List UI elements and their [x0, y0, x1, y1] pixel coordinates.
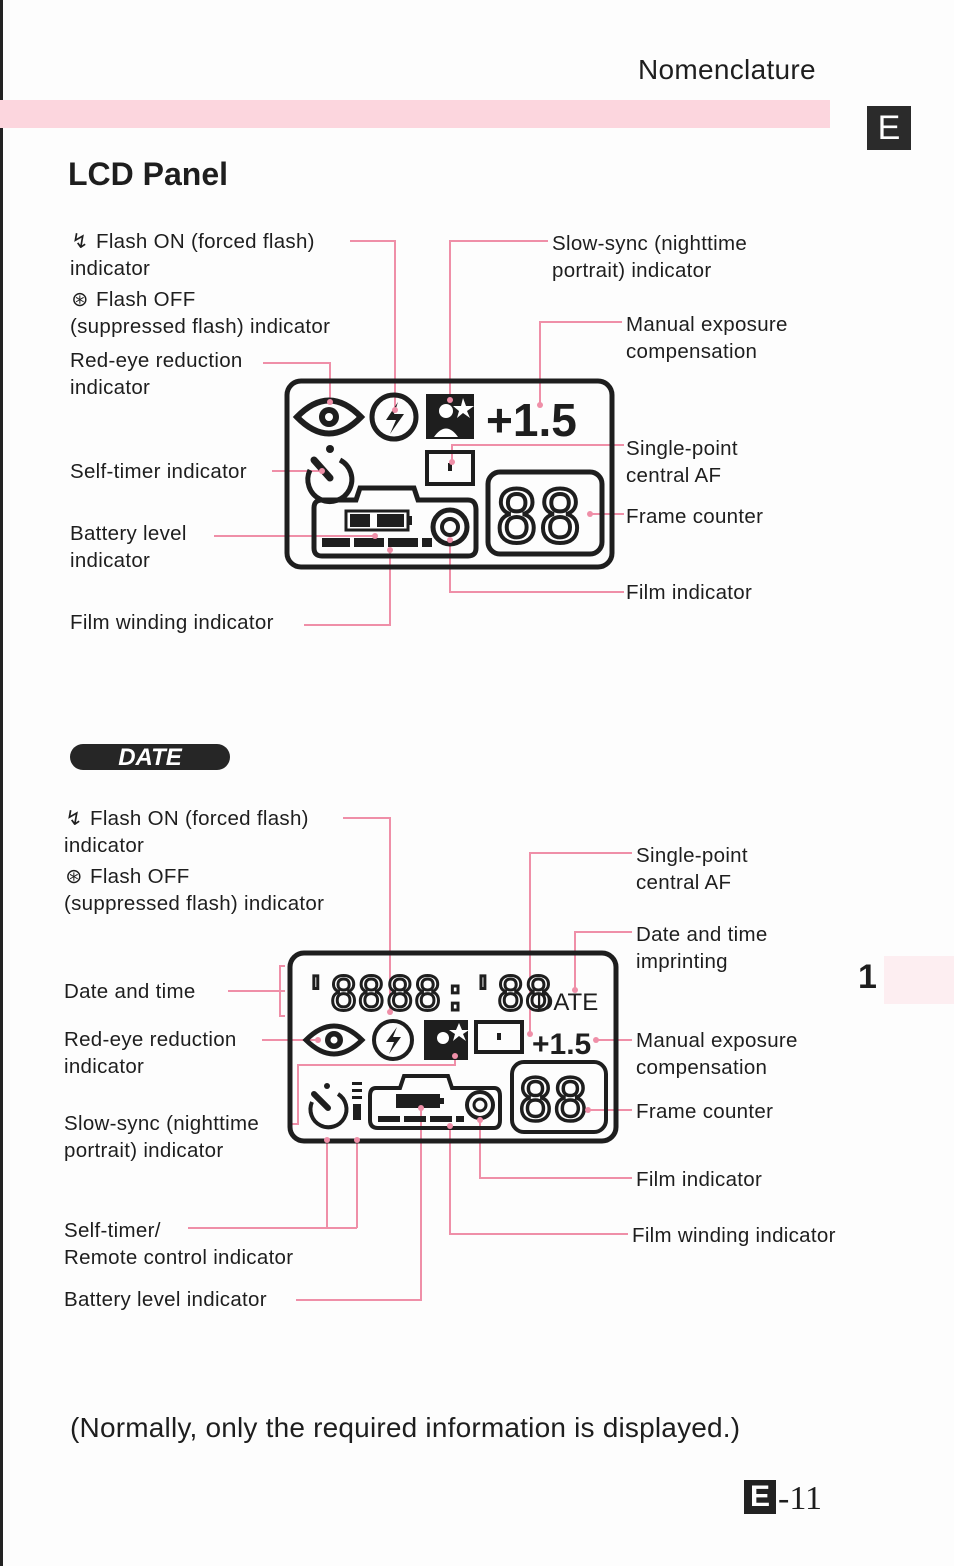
label-flash-off: ⊛ Flash OFF (suppressed flash) indicator: [64, 865, 325, 915]
footnote: (Normally, only the required information…: [70, 1412, 741, 1443]
battery-icon: [396, 1094, 444, 1108]
remote-control-icon: [352, 1082, 362, 1120]
frame-counter-box: [485, 469, 605, 557]
lcd-exposure-value: +1.5: [486, 394, 577, 446]
label-film-indicator: Film indicator: [636, 1168, 763, 1191]
page-title: LCD Panel: [68, 156, 229, 192]
lcd-date-mark: DATE: [536, 989, 598, 1016]
lcd-year: '88: [302, 967, 385, 1021]
chapter-number: 1: [858, 958, 877, 996]
label-flash-off: ⊛ Flash OFF (suppressed flash) indicator: [70, 288, 331, 338]
label-selftimer: Self-timer indicator: [70, 460, 247, 483]
lcd-exposure-value: +1.5: [532, 1028, 591, 1061]
page-number-value: -11: [778, 1480, 823, 1517]
frame-counter-box: [510, 1060, 608, 1134]
self-timer-icon: [305, 445, 355, 504]
film-cartridge-icon: [465, 1090, 495, 1120]
red-eye-icon: [302, 1023, 366, 1057]
section-title: Nomenclature: [638, 54, 816, 85]
label-film-winding: Film winding indicator: [70, 611, 274, 634]
film-winding-bar: [322, 538, 432, 547]
red-eye-icon: [292, 397, 366, 437]
lcd-frame-counter: 88: [495, 475, 582, 559]
flash-icon: ↯: [71, 230, 89, 253]
label-flash-on: ↯ Flash ON (forced flash) indicator: [64, 807, 309, 857]
leader-dots-1: [319, 397, 593, 553]
flash-off-icon: ⊛: [65, 865, 83, 888]
label-date-time: Date and time: [64, 980, 196, 1003]
film-winding-bar: [378, 1116, 464, 1122]
flash-icon: [372, 1019, 414, 1061]
slow-sync-icon: [426, 394, 474, 439]
label-selftimer-remote: Self-timer/Remote control indicator: [64, 1219, 294, 1269]
self-timer-icon: [308, 1083, 349, 1130]
chapter-band: [884, 956, 954, 1004]
film-cartridge-icon: [430, 507, 470, 547]
page-number: E-11: [744, 1480, 822, 1518]
page-letter: E: [744, 1480, 776, 1514]
camera-body: [368, 1074, 502, 1130]
label-frame-counter: Frame counter: [626, 505, 764, 528]
lcd-frame: [284, 378, 615, 570]
flash-icon: ↯: [65, 807, 83, 830]
leader-dots-2: [315, 987, 599, 1143]
page-edge: [0, 0, 3, 1566]
label-battery: Battery level indicator: [64, 1288, 267, 1311]
header-band: [0, 100, 830, 128]
lcd-frame-date: [287, 950, 619, 1144]
label-film-indicator: Film indicator: [626, 581, 753, 604]
lcd-frame-counter: 88: [518, 1066, 588, 1134]
lcd-time: 88:'88: [386, 967, 552, 1021]
battery-icon: [344, 509, 412, 532]
slow-sync-icon: [424, 1020, 469, 1060]
label-frame-counter: Frame counter: [636, 1100, 774, 1123]
flash-off-icon: ⊛: [71, 288, 89, 311]
af-point-icon: [474, 1020, 524, 1054]
language-tab: E: [867, 106, 911, 150]
flash-icon: [369, 392, 419, 442]
date-model-badge: DATE: [70, 744, 230, 771]
af-point-icon: [425, 450, 475, 486]
camera-body: [311, 485, 479, 559]
label-film-winding: Film winding indicator: [632, 1224, 836, 1247]
label-flash-on: ↯ Flash ON (forced flash) indicator: [70, 230, 315, 280]
